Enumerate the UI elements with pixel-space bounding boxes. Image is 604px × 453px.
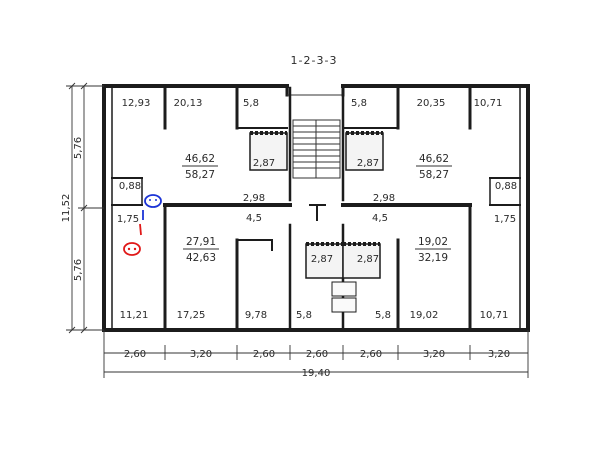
red-face-marker	[123, 223, 142, 256]
left-dimensions: 11,52 5,76 5,76	[61, 82, 104, 334]
room-area: 20,13	[174, 98, 203, 109]
bath-area: 2,87	[357, 158, 379, 169]
apartment-living-area: 27,91	[186, 236, 216, 248]
room-area: 5,8	[243, 98, 259, 109]
room-area: 10,71	[474, 98, 503, 109]
bath-area: 2,87	[357, 254, 379, 265]
dimension-upper-height: 5,76	[73, 137, 84, 159]
room-area: 17,25	[177, 310, 206, 321]
dimension-segment: 2,60	[360, 349, 382, 360]
room-area: 5,8	[351, 98, 367, 109]
room-area: 12,93	[122, 98, 151, 109]
room-area: 4,5	[246, 213, 262, 224]
bath-area: 2,87	[253, 158, 275, 169]
room-area: 1,75	[494, 214, 516, 225]
bath-area: 2,87	[311, 254, 333, 265]
room-area: 19,02	[410, 310, 439, 321]
room-area: 1,75	[117, 214, 139, 225]
bathroom-blocks	[249, 131, 384, 313]
room-area: 2,98	[373, 193, 395, 204]
staircase	[292, 119, 341, 179]
bottom-dimensions: 2,60 3,20 2,60 2,60 2,60 3,20 3,20 19,40	[103, 330, 529, 379]
dimension-segment: 2,60	[306, 349, 328, 360]
dimension-segment: 2,60	[253, 349, 275, 360]
room-area: 5,8	[296, 310, 312, 321]
room-area: 10,71	[480, 310, 509, 321]
apartment-living-area: 19,02	[418, 236, 448, 248]
room-labels: 12,93 20,13 5,8 5,8 20,35 10,71 46,62 58…	[117, 98, 517, 321]
room-area: 5,8	[375, 310, 391, 321]
dimension-segment: 3,20	[488, 349, 510, 360]
room-area: 0,88	[495, 181, 517, 192]
room-area: 20,35	[417, 98, 446, 109]
dimension-segment: 3,20	[190, 349, 212, 360]
plan-title: 1-2-3-3	[291, 54, 338, 67]
apartment-total-area: 32,19	[418, 252, 448, 264]
room-area: 0,88	[119, 181, 141, 192]
apartment-total-area: 58,27	[185, 169, 215, 181]
apartment-total-area: 42,63	[186, 252, 216, 264]
apartment-living-area: 46,62	[419, 153, 449, 165]
dimension-segment: 3,20	[423, 349, 445, 360]
dimension-total-height: 11,52	[61, 194, 72, 223]
room-area: 2,98	[243, 193, 265, 204]
dimension-total-width: 19,40	[302, 368, 331, 379]
blue-face-marker	[142, 194, 162, 220]
dimension-lower-height: 5,76	[73, 259, 84, 281]
room-area: 4,5	[372, 213, 388, 224]
interior-walls	[111, 86, 521, 332]
room-area: 9,78	[245, 310, 267, 321]
dimension-segment: 2,60	[124, 349, 146, 360]
apartment-living-area: 46,62	[185, 153, 215, 165]
room-area: 11,21	[120, 310, 149, 321]
apartment-total-area: 58,27	[419, 169, 449, 181]
